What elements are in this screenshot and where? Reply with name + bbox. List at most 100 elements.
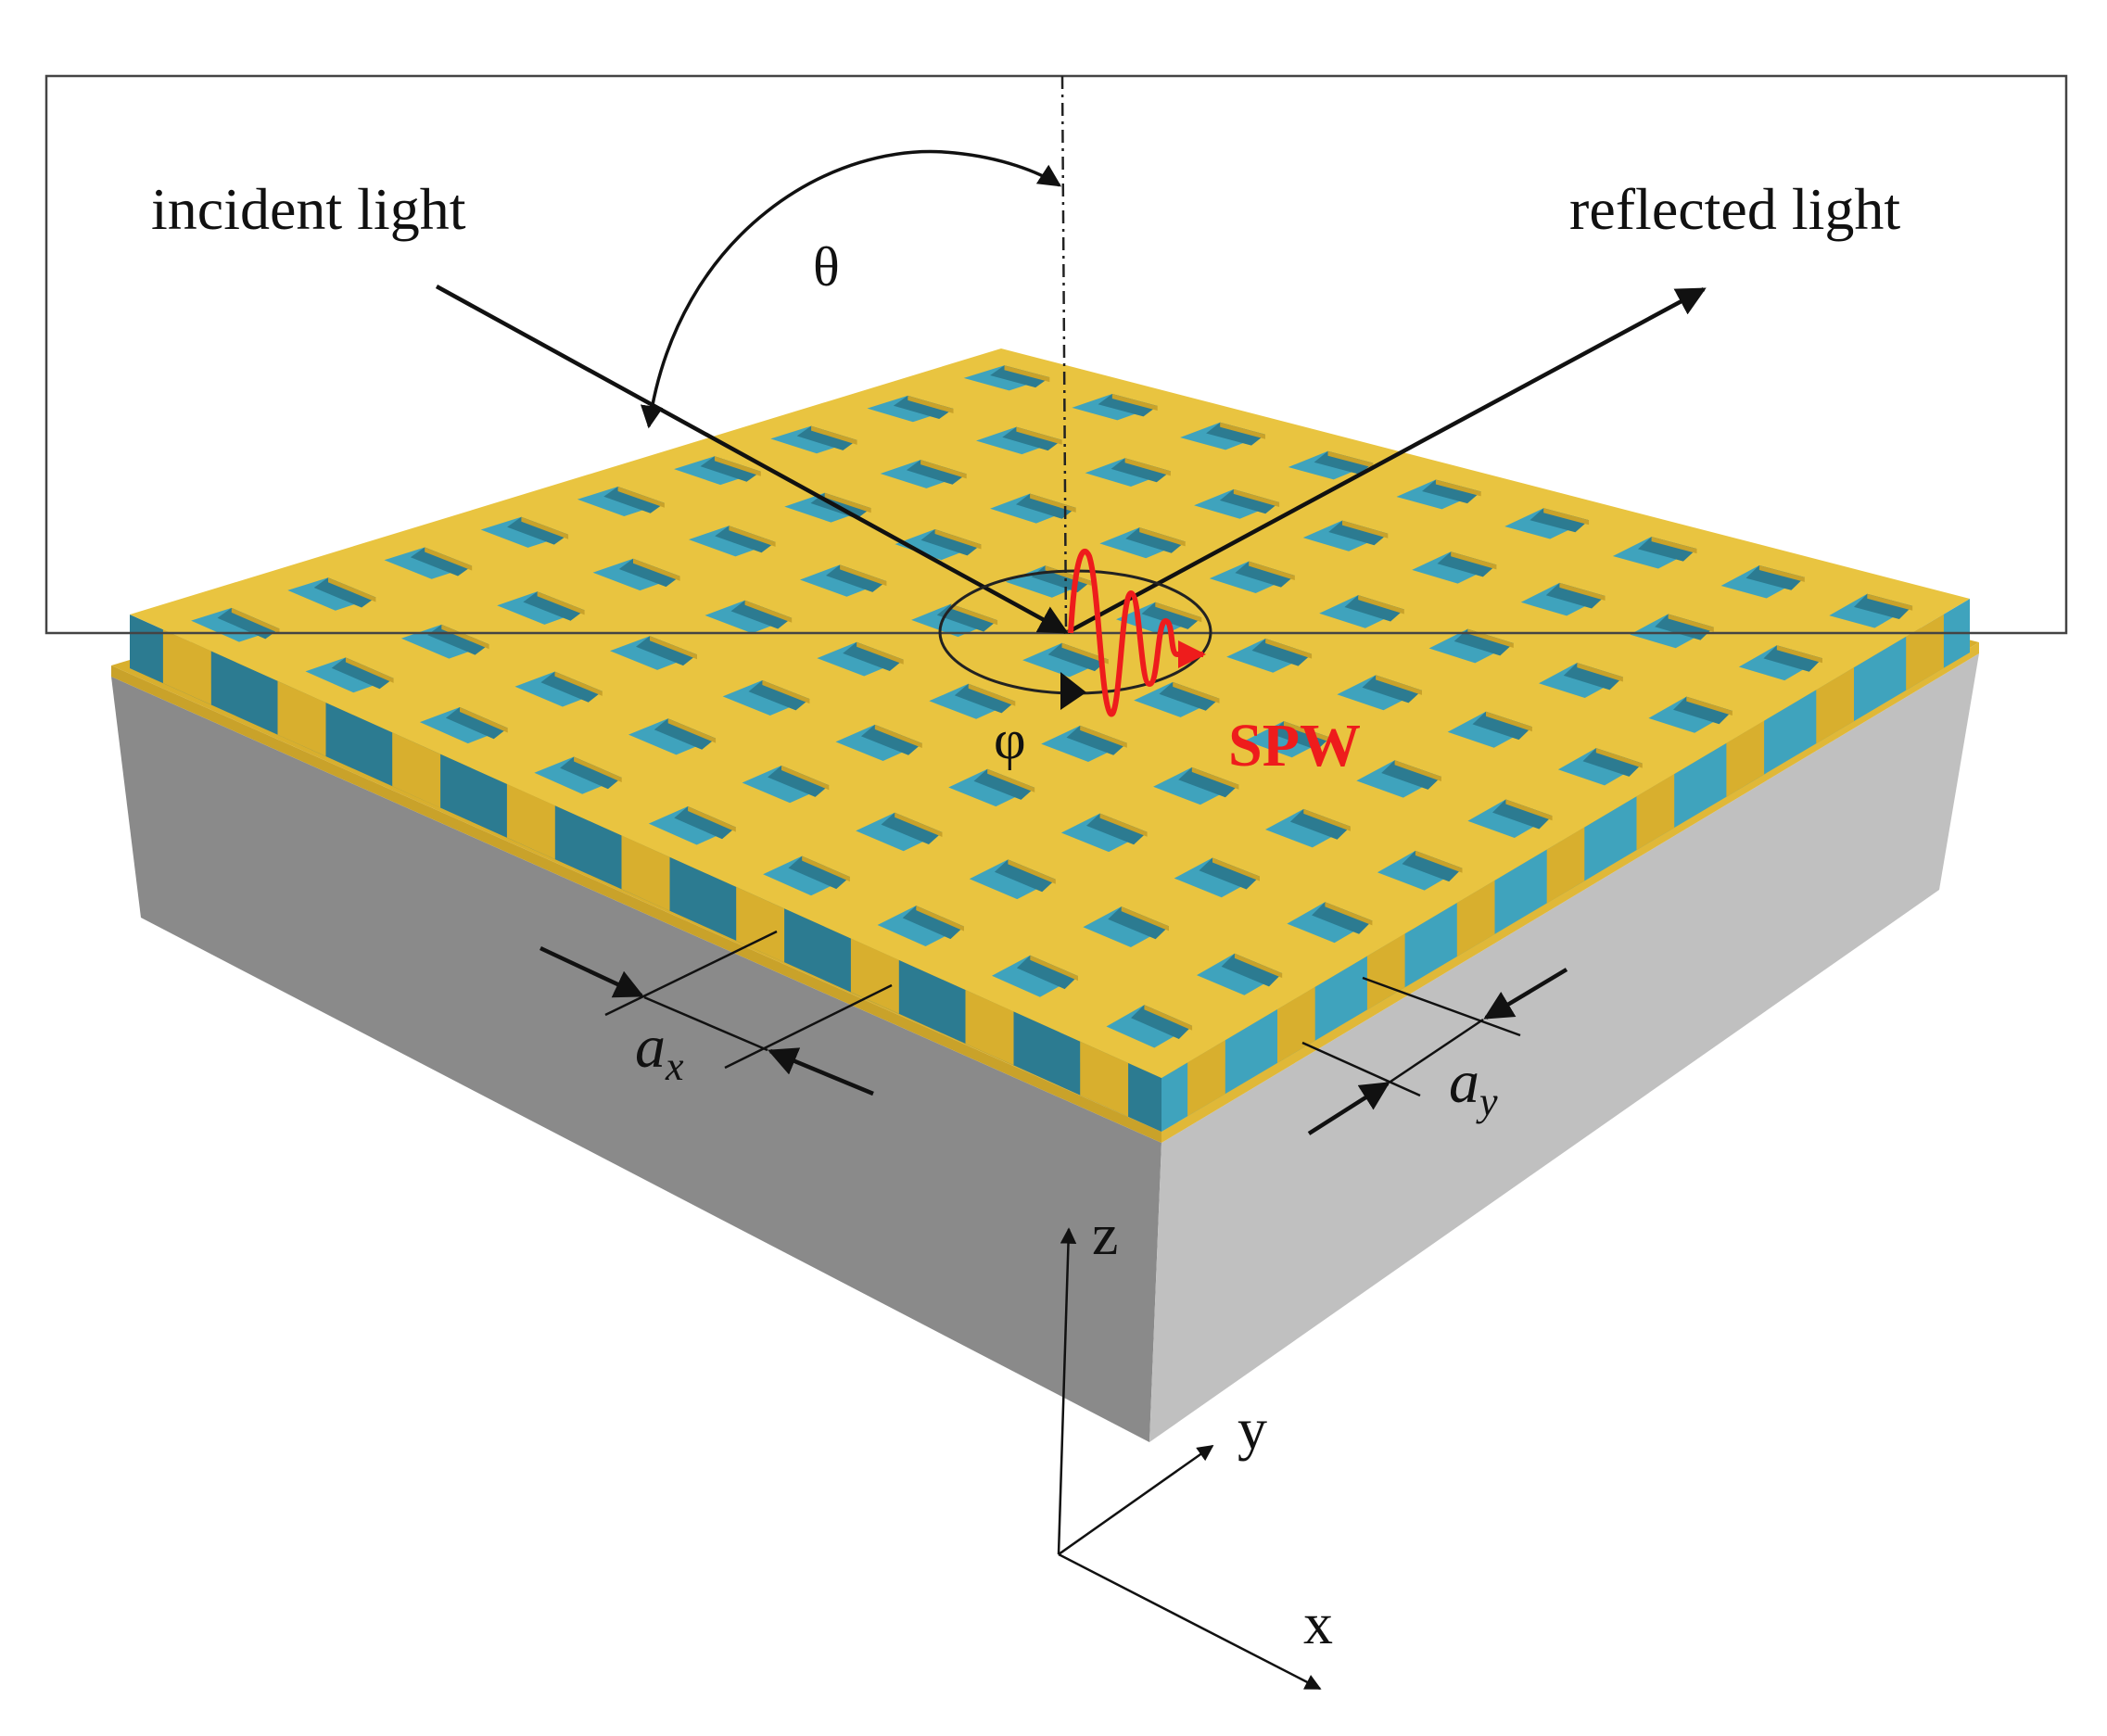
- hole-wall-shadow: [1381, 760, 1441, 790]
- hole-wall-shadow: [217, 607, 280, 640]
- hole-rim: [1265, 639, 1313, 659]
- hole-wall-shadow: [1328, 520, 1389, 546]
- hole-wall-shadow: [523, 591, 585, 621]
- hole-rim: [781, 766, 830, 791]
- hole-rim: [617, 487, 665, 508]
- theta-label: θ: [813, 236, 840, 298]
- ay-label-sub: y: [1479, 1079, 1498, 1124]
- hole-rim: [1451, 551, 1497, 570]
- spw-label: SPW: [1228, 712, 1362, 779]
- hole-rim: [857, 641, 904, 665]
- hole-wall-shadow: [1545, 582, 1606, 609]
- hole-wall-shadow: [1178, 767, 1239, 798]
- hole-wall-shadow: [973, 768, 1035, 800]
- hole-wall-shadow: [1047, 642, 1109, 672]
- hole-rim: [916, 906, 964, 931]
- hole-rim: [1121, 906, 1169, 931]
- hole-rim: [1651, 537, 1697, 554]
- hole-rim: [895, 812, 943, 837]
- ay-label: ay: [1449, 1052, 1498, 1122]
- hole-wall-shadow: [1111, 458, 1171, 483]
- x-axis-label: x: [1303, 1590, 1333, 1656]
- hole-rim: [1358, 595, 1404, 615]
- hole-rim: [762, 680, 810, 704]
- hole-wall-shadow: [843, 641, 904, 671]
- hole-wall-shadow: [748, 680, 810, 711]
- hole-wall-shadow: [603, 487, 665, 513]
- hole: [877, 906, 964, 946]
- hole: [1287, 902, 1373, 944]
- hole-rim: [1016, 426, 1062, 445]
- hole-wall-shadow: [1270, 721, 1331, 751]
- hole-rim: [729, 526, 776, 547]
- theta-angle-arc: [641, 149, 1062, 429]
- hole-rim: [1144, 1005, 1193, 1031]
- hole-rim: [1155, 602, 1202, 623]
- hole-wall-shadow: [788, 855, 850, 890]
- hole-rim: [328, 577, 376, 602]
- ax-dimension: [539, 930, 893, 1096]
- hole-wall-shadow: [768, 766, 830, 797]
- hole-wall-shadow: [730, 600, 793, 629]
- hole-wall-shadow: [1763, 645, 1822, 672]
- hole-wall-shadow: [954, 683, 1016, 714]
- reflected-ray: [1066, 287, 1707, 634]
- hole-rim: [934, 529, 982, 550]
- hole-wall-shadow: [861, 724, 922, 755]
- hole-wall-shadow: [1016, 493, 1076, 519]
- ax-label-sub: x: [666, 1044, 684, 1089]
- hole: [1197, 953, 1283, 995]
- hole-wall-shadow: [1016, 955, 1078, 990]
- grid-left-wall-notch: [1636, 774, 1675, 851]
- hole-wall-shadow: [1563, 663, 1623, 691]
- hole-wall-shadow: [1312, 902, 1373, 934]
- hole-wall-shadow: [636, 636, 697, 666]
- hole-rim: [425, 547, 473, 571]
- hole-rim: [802, 855, 850, 882]
- hole-rim: [1415, 850, 1463, 873]
- hole-wall-shadow: [1437, 551, 1497, 577]
- hole-wall-shadow: [902, 906, 964, 940]
- hole-rim: [1577, 663, 1623, 682]
- hole-wall-shadow: [1219, 488, 1280, 514]
- z-axis: [1057, 1227, 1077, 1555]
- hole-rim: [1139, 527, 1186, 547]
- hole-wall-shadow: [1199, 857, 1260, 890]
- hole-wall-shadow: [1453, 628, 1514, 656]
- hole-wall-shadow: [1344, 595, 1404, 622]
- hole-rim: [811, 425, 857, 445]
- phi-label: φ: [994, 709, 1026, 770]
- hole-rim: [1030, 955, 1078, 982]
- hole-wall-shadow: [826, 564, 887, 592]
- grid-left-wall-notch: [1546, 827, 1585, 904]
- hole-wall-shadow: [445, 707, 508, 740]
- hole-rim: [1111, 394, 1158, 411]
- z-axis-label: z: [1092, 1201, 1119, 1267]
- y-axis-label: y: [1238, 1396, 1267, 1462]
- hole-rim: [1008, 859, 1056, 884]
- hole-wall-shadow: [674, 806, 736, 840]
- grid-right-wall-notch: [621, 835, 670, 911]
- hole-rim: [1342, 520, 1389, 539]
- hole-wall-shadow: [1002, 426, 1062, 451]
- hole-rim: [1061, 642, 1109, 665]
- hole-rim: [633, 558, 680, 581]
- hole-wall-shadow: [1108, 906, 1169, 940]
- hole-rim: [920, 460, 967, 479]
- hole-wall-shadow: [560, 756, 622, 790]
- hole-wall-shadow: [1854, 593, 1913, 619]
- hole-rim: [1234, 953, 1283, 979]
- hole-wall-shadow: [1125, 527, 1186, 553]
- hole-rim: [744, 600, 793, 623]
- hole-rim: [1220, 422, 1265, 439]
- ax-label: ax: [635, 1017, 684, 1087]
- gold-hole-array: [130, 348, 1970, 1132]
- hole-rim: [1325, 902, 1373, 926]
- hole-rim: [1376, 675, 1422, 695]
- hole-rim: [1212, 857, 1260, 881]
- hole-rim: [1249, 561, 1295, 580]
- hole-wall-shadow: [994, 859, 1056, 893]
- y-axis: [1058, 1444, 1214, 1556]
- hole-rim: [1283, 721, 1331, 742]
- hole-wall-shadow: [1402, 850, 1463, 882]
